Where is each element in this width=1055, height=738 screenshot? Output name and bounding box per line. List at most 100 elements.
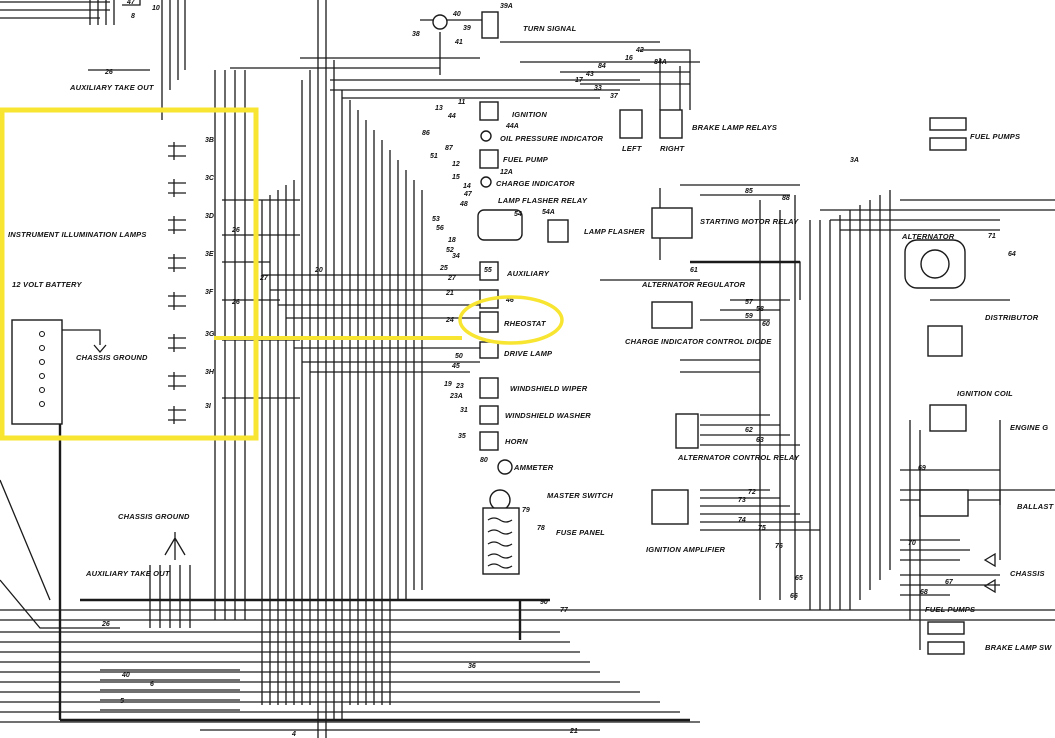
label-aux-take-out-top: AUXILIARY TAKE OUT	[69, 83, 155, 92]
label-rheostat: RHEOSTAT	[504, 319, 547, 328]
wire-number: 86	[422, 130, 430, 137]
auxiliary-switch-icon	[479, 261, 499, 281]
alternator-regulator-icon	[651, 301, 693, 329]
label-left: LEFT	[622, 144, 643, 153]
component-symbols	[11, 11, 996, 655]
wire-number: 90	[540, 599, 548, 606]
label-instrument-illumination: INSTRUMENT ILLUMINATION LAMPS	[8, 230, 147, 239]
wire-number: 84	[598, 63, 606, 70]
wire-number: 57	[745, 299, 754, 306]
wire-number: 39A	[500, 3, 513, 10]
wire-number: 62	[745, 427, 753, 434]
fuel-pump-switch-icon	[479, 149, 499, 169]
alternator-rotor-icon	[920, 249, 950, 279]
wire-number: 20	[314, 267, 323, 274]
starting-motor-relay-icon	[651, 207, 693, 239]
wire-number: 43	[585, 71, 594, 78]
ignition-amplifier-icon	[651, 489, 689, 525]
label-battery: 12 VOLT BATTERY	[12, 280, 82, 289]
label-fuel-pumps-top: FUEL PUMPS	[970, 132, 1020, 141]
label-starting-motor-relay: STARTING MOTOR RELAY	[700, 217, 799, 226]
wire-number: 84A	[654, 59, 667, 66]
wire-number: 39	[463, 25, 471, 32]
label-windshield-wiper: WINDSHIELD WIPER	[510, 384, 588, 393]
drive-lamp-switch-icon	[479, 341, 499, 359]
wire-number: 12A	[500, 169, 513, 176]
brake-lamp-relay-left-icon	[619, 109, 643, 139]
wire-number: 79	[522, 507, 530, 514]
wire-number: 12	[452, 161, 460, 168]
wire-number: 14	[463, 183, 471, 190]
label-alternator: ALTERNATOR	[901, 232, 955, 241]
wire-number: 16	[625, 55, 633, 62]
wire-number: 26	[101, 621, 110, 628]
wire-number: 5	[120, 698, 124, 705]
wire-number: 80	[480, 457, 488, 464]
wire-number: 44A	[505, 123, 519, 130]
wire-number: 23	[455, 383, 464, 390]
wire-number: 50	[455, 353, 463, 360]
highlight-circle-rheostat	[458, 295, 564, 345]
ballast-resistor-icon	[919, 489, 969, 517]
wire-number: 44	[447, 113, 456, 120]
label-charge-indicator: CHARGE INDICATOR	[496, 179, 575, 188]
wire-number: 18	[448, 237, 456, 244]
label-chassis-right: CHASSIS	[1010, 569, 1045, 578]
wire-number: 26	[104, 69, 113, 76]
wire-number: 36	[468, 663, 476, 670]
wire-number: 51	[430, 153, 438, 160]
windshield-wiper-switch-icon	[479, 377, 499, 399]
ignition-coil-icon	[929, 404, 967, 432]
wire-number: 27	[259, 275, 269, 282]
lamp-flasher-relay-icon	[477, 209, 523, 241]
wire-number: 48	[459, 201, 468, 208]
ignition-switch-icon	[479, 101, 499, 121]
wire-number: 40	[121, 672, 130, 679]
wire-number: 3E	[205, 251, 214, 258]
wire-number: 45	[451, 363, 460, 370]
wire-number: 26	[231, 299, 240, 306]
fuel-pump-1-icon	[929, 117, 967, 131]
wire-number: 31	[460, 407, 468, 414]
wire-number: 21	[445, 290, 454, 297]
chassis-ground-arrow-icon	[62, 329, 107, 353]
label-brake-lamp-relays: BRAKE LAMP RELAYS	[692, 123, 777, 132]
charge-indicator-lamp-icon	[480, 176, 492, 188]
wire-number: 17	[575, 77, 584, 84]
wire-number: 27	[447, 275, 457, 282]
wire-number: 63	[756, 437, 764, 444]
wire-number: 55	[484, 267, 492, 274]
wire-number: 15	[452, 174, 460, 181]
alternator-control-relay-icon	[675, 413, 699, 449]
wire-number: 3A	[850, 157, 859, 164]
label-auxiliary: AUXILIARY	[506, 269, 550, 278]
ammeter-icon	[497, 459, 513, 475]
fuel-pump-3-icon	[927, 621, 965, 635]
label-fuel-pumps-bottom: FUEL PUMPS	[925, 605, 975, 614]
wire-number: 56	[436, 225, 444, 232]
wire-number: 87	[445, 145, 454, 152]
wire-number: 77	[560, 607, 569, 614]
wire-number: 35	[458, 433, 466, 440]
oil-pressure-lamp-icon	[480, 130, 492, 142]
wire-number: 85	[745, 188, 753, 195]
wire-number: 38	[412, 31, 420, 38]
instrument-lamp-icons	[168, 142, 186, 424]
label-ammeter: AMMETER	[513, 463, 554, 472]
wire-number: 74	[738, 517, 746, 524]
label-engine: ENGINE G	[1010, 423, 1048, 432]
wire-number: 61	[690, 267, 698, 274]
wire-number: 33	[594, 85, 602, 92]
wire-number: 59	[745, 313, 753, 320]
wire-number: 3H	[205, 369, 215, 376]
wire-number: 72	[748, 489, 756, 496]
wire-number: 71	[988, 233, 996, 240]
wire-number: 3B	[205, 137, 214, 144]
label-windshield-washer: WINDSHIELD WASHER	[505, 411, 591, 420]
wire-number: 40	[452, 11, 461, 18]
label-fuse-panel: FUSE PANEL	[556, 528, 605, 537]
label-drive-lamp: DRIVE LAMP	[504, 349, 553, 358]
label-chassis-ground-left: CHASSIS GROUND	[76, 353, 148, 362]
horn-switch-icon	[479, 431, 499, 451]
